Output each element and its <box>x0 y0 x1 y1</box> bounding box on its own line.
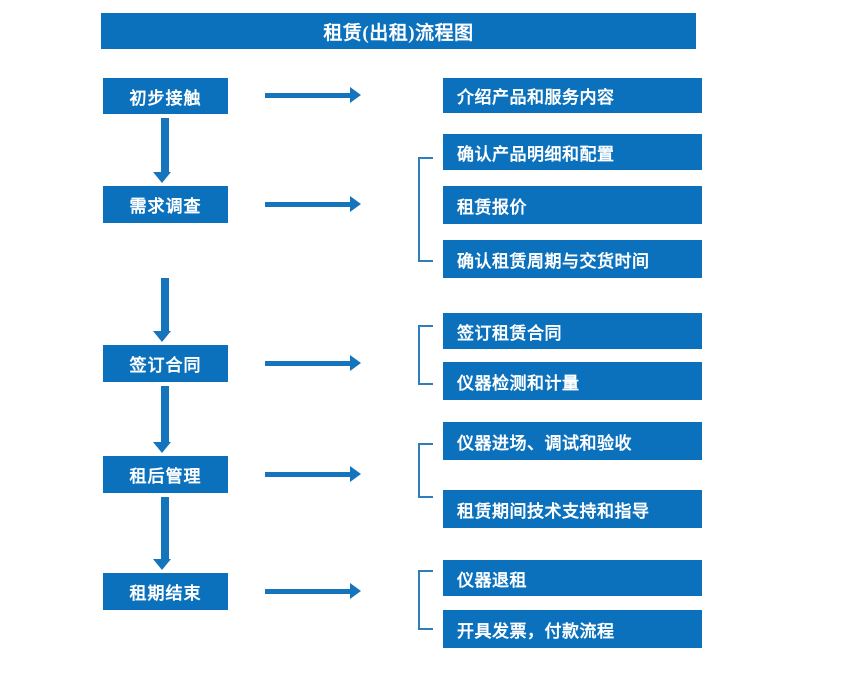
vertical-arrowhead-3 <box>153 442 171 453</box>
detail-box-9[interactable]: 仪器退租 <box>443 560 702 596</box>
detail-box-8[interactable]: 租赁期间技术支持和指导 <box>443 490 702 528</box>
detail-box-5[interactable]: 签订租赁合同 <box>443 313 702 349</box>
stage-box-2[interactable]: 需求调查 <box>103 186 228 223</box>
vertical-connector-4 <box>161 497 169 559</box>
horizontal-arrow-line-5 <box>265 589 350 594</box>
group-bracket-end <box>418 570 433 630</box>
group-bracket-contract <box>418 325 433 385</box>
horizontal-arrowhead-3 <box>350 355 361 371</box>
horizontal-arrow-line-3 <box>265 361 350 366</box>
horizontal-arrowhead-2 <box>350 196 361 212</box>
horizontal-arrowhead-5 <box>350 583 361 599</box>
horizontal-arrow-line-2 <box>265 202 350 207</box>
group-bracket-demand <box>418 157 433 262</box>
stage-box-3[interactable]: 签订合同 <box>103 345 228 382</box>
vertical-connector-3 <box>161 386 169 442</box>
diagram-title: 租赁(出租)流程图 <box>101 13 696 49</box>
horizontal-arrow-line-1 <box>265 93 350 98</box>
stage-box-1[interactable]: 初步接触 <box>103 78 228 114</box>
group-bracket-management <box>418 443 433 498</box>
stage-box-4[interactable]: 租后管理 <box>103 456 228 493</box>
horizontal-arrowhead-1 <box>350 87 361 103</box>
detail-box-10[interactable]: 开具发票，付款流程 <box>443 610 702 648</box>
horizontal-arrowhead-4 <box>350 466 361 482</box>
vertical-arrowhead-4 <box>153 559 171 570</box>
vertical-arrowhead-2 <box>153 331 171 342</box>
detail-box-2[interactable]: 确认产品明细和配置 <box>443 134 702 170</box>
detail-box-7[interactable]: 仪器进场、调试和验收 <box>443 422 702 460</box>
vertical-connector-1 <box>161 118 169 172</box>
vertical-connector-2 <box>161 278 169 331</box>
detail-box-3[interactable]: 租赁报价 <box>443 186 702 224</box>
horizontal-arrow-line-4 <box>265 472 350 477</box>
detail-box-6[interactable]: 仪器检测和计量 <box>443 362 702 400</box>
detail-box-1[interactable]: 介绍产品和服务内容 <box>443 78 702 113</box>
detail-box-4[interactable]: 确认租赁周期与交货时间 <box>443 240 702 278</box>
vertical-arrowhead-1 <box>153 172 171 183</box>
stage-box-5[interactable]: 租期结束 <box>103 573 228 610</box>
